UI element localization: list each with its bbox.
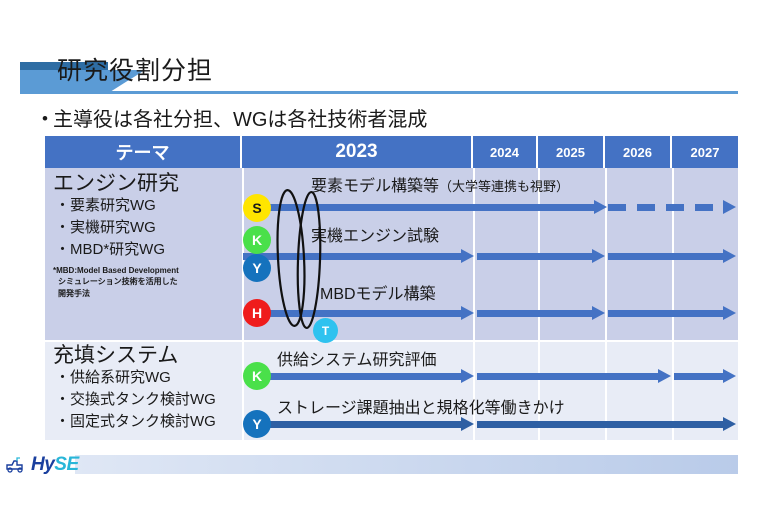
arrow-storage-issues-seg-2023 xyxy=(259,417,474,431)
logo-text-se: SE xyxy=(54,454,79,475)
arrow-element-model-dashed xyxy=(608,200,736,214)
bullet-glyph: • xyxy=(42,109,48,128)
column-header-2023: 2023 xyxy=(242,136,473,168)
column-header-theme: テーマ xyxy=(45,136,242,168)
theme-item-filling-1: ・供給系研究WG xyxy=(55,369,171,387)
arrow-head-icon xyxy=(723,200,736,214)
arrow-head-icon xyxy=(723,306,736,320)
arrow-engine-test-seg-2023 xyxy=(243,249,474,263)
vehicle-icon xyxy=(6,457,23,473)
arrow-mbd-model-seg-2024-2025 xyxy=(477,306,605,320)
footnote-line-2: シミュレーション技術を活用した xyxy=(58,277,178,287)
arrow-head-icon xyxy=(461,249,474,263)
arrow-head-icon xyxy=(592,306,605,320)
theme-item-engine-3: ・MBD*研究WG xyxy=(55,240,165,258)
footnote-line-1: *MBD:Model Based Development xyxy=(53,266,179,275)
column-header-2025: 2025 xyxy=(538,136,605,168)
grid-line-2023-2024 xyxy=(473,168,475,440)
logo-text-hy: Hy xyxy=(31,454,55,475)
arrow-head-icon xyxy=(592,249,605,263)
badge-s-engine: S xyxy=(243,194,271,222)
header-divider-rule xyxy=(20,91,738,94)
badge-t-engine: T xyxy=(313,318,338,343)
grid-line-row-divider xyxy=(45,340,738,342)
arrow-head-icon xyxy=(723,249,736,263)
theme-item-filling-2: ・交換式タンク検討WG xyxy=(55,390,216,408)
arrow-shaft xyxy=(477,310,593,317)
arrow-head-icon xyxy=(723,369,736,383)
arrow-mbd-model-seg-2023 xyxy=(259,306,474,320)
arrow-head-icon xyxy=(594,200,607,214)
grid-line-table-bottom xyxy=(45,440,738,442)
theme-title-filling-system: 充填システム xyxy=(53,344,179,367)
arrow-shaft xyxy=(608,310,724,317)
badge-h-engine: H xyxy=(243,299,271,327)
grid-line-2025-2026 xyxy=(605,168,607,440)
arrow-shaft xyxy=(259,310,462,317)
track-label-mbd-model: MBDモデル構築 xyxy=(320,286,436,303)
theme-cell-filling-system: 充填システム ・供給系研究WG ・交換式タンク検討WG ・固定式タンク検討WG xyxy=(53,344,216,432)
grid-line-2026-2027 xyxy=(672,168,674,440)
arrow-shaft xyxy=(477,253,593,260)
arrow-storage-issues-seg-2024-2027 xyxy=(477,417,736,431)
theme-title-engine-research: エンジン研究 xyxy=(53,172,179,195)
arrow-head-icon xyxy=(461,417,474,431)
arrow-head-icon xyxy=(461,369,474,383)
track-label-engine-test: 実機エンジン試験 xyxy=(311,228,440,245)
arrow-head-icon xyxy=(461,306,474,320)
track-label-element-model-note: （大学等連携も視野） xyxy=(439,179,570,194)
badge-k-engine: K xyxy=(243,226,271,254)
arrow-shaft xyxy=(261,204,595,211)
arrow-shaft xyxy=(608,204,724,211)
header-accent-bar-dark xyxy=(20,62,108,70)
page-title: 研究役割分担 xyxy=(57,57,214,85)
arrow-head-icon xyxy=(723,417,736,431)
badge-y-filling: Y xyxy=(243,410,271,438)
arrow-supply-system-seg-2027 xyxy=(674,369,736,383)
column-header-2026: 2026 xyxy=(605,136,672,168)
footer-logo: HySE xyxy=(5,454,79,475)
badge-k-filling: K xyxy=(243,362,271,390)
arrow-shaft xyxy=(608,253,724,260)
grid-line-2024-2025 xyxy=(538,168,540,440)
arrow-shaft xyxy=(674,373,724,380)
arrow-supply-system-seg-2023 xyxy=(259,369,474,383)
roadmap-table: テーマ 2023 2024 2025 2026 2027 エンジン研究 ・要素研… xyxy=(45,136,738,442)
track-label-storage-issues: ストレージ課題抽出と規格化等働きかけ xyxy=(277,400,565,417)
arrow-shaft xyxy=(477,421,724,428)
grid-line-theme xyxy=(242,168,244,440)
arrow-head-icon xyxy=(658,369,671,383)
column-header-2027: 2027 xyxy=(672,136,738,168)
track-label-supply-system: 供給システム研究評価 xyxy=(277,352,437,369)
subtitle-line: •主導役は各社分担、WGは各社技術者混成 xyxy=(42,103,427,132)
theme-item-filling-3: ・固定式タンク検討WG xyxy=(55,412,216,430)
arrow-shaft xyxy=(259,373,462,380)
track-label-element-model-main: 要素モデル構築等 xyxy=(311,178,440,195)
arrow-shaft xyxy=(259,421,462,428)
header-accent-shape-light xyxy=(20,70,145,92)
column-header-2024: 2024 xyxy=(473,136,538,168)
footnote-mbd: *MBD:Model Based Development シミュレーション技術を… xyxy=(53,265,243,299)
footer-band xyxy=(75,455,738,474)
arrow-shaft xyxy=(477,373,659,380)
arrow-mbd-model-seg-2026-2027 xyxy=(608,306,736,320)
arrow-engine-test-seg-2026-2027 xyxy=(608,249,736,263)
theme-cell-engine-research: エンジン研究 ・要素研究WG ・実機研究WG ・MBD*研究WG xyxy=(53,172,179,260)
theme-item-engine-1: ・要素研究WG xyxy=(55,197,156,215)
table-header-row: テーマ 2023 2024 2025 2026 2027 xyxy=(45,136,738,168)
theme-item-engine-2: ・実機研究WG xyxy=(55,218,156,236)
subtitle-text: 主導役は各社分担、WGは各社技術者混成 xyxy=(52,109,428,131)
arrow-element-model-solid xyxy=(261,200,607,214)
arrow-supply-system-seg-2024-2026 xyxy=(477,369,671,383)
footnote-line-3: 開発手法 xyxy=(58,288,90,298)
arrow-shaft xyxy=(243,253,462,260)
track-label-element-model: 要素モデル構築等（大学等連携も視野） xyxy=(311,172,569,196)
badge-y-engine: Y xyxy=(243,254,271,282)
arrow-engine-test-seg-2024-2025 xyxy=(477,249,605,263)
